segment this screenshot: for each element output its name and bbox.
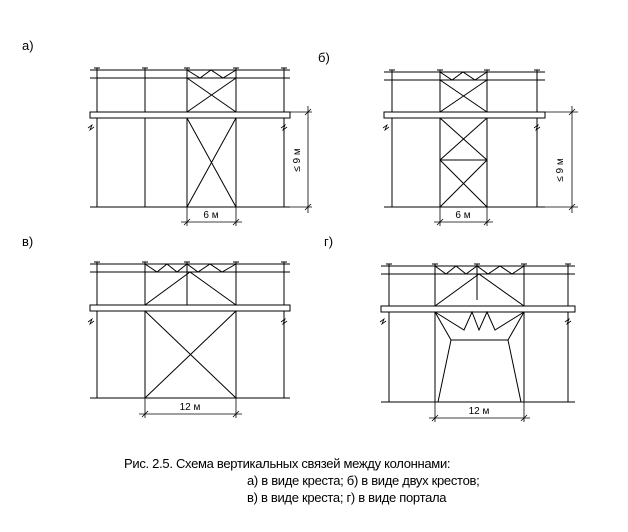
panel-g-crane-beam — [380, 305, 576, 313]
panel-a-lower-cross — [186, 117, 237, 208]
panel-v-upper-bracing — [144, 271, 237, 306]
panel-v-span-dimension — [139, 398, 242, 418]
panel-b-crane-beam — [383, 111, 546, 119]
panel-a-break-mark-right — [280, 123, 288, 132]
panel-a-span-dimension — [181, 207, 242, 226]
figure-caption-line-2: а) в виде креста; б) в виде двух крестов… — [247, 473, 480, 488]
panel-b-double-cross-bracing: б) 6 м — [318, 50, 578, 226]
panel-g-truss-web — [434, 265, 525, 275]
panel-v-crane-beam — [89, 304, 291, 312]
panel-b-lower-cross-1 — [439, 117, 488, 161]
panel-b-label: б) — [318, 50, 330, 65]
panel-g-column-heads — [386, 263, 571, 275]
panel-a-label: а) — [22, 38, 34, 53]
panel-v-cross-bracing: в) 12 м — [22, 234, 291, 418]
panel-v-lower-cross — [144, 310, 237, 399]
panel-b-break-mark-right — [533, 123, 541, 132]
panel-a-crane-beam — [89, 111, 291, 119]
panel-a-height-label: ≤ 9 м — [292, 148, 303, 172]
panel-a-cross-bracing: а) — [22, 38, 312, 226]
panel-b-upper-cross — [439, 79, 488, 113]
panel-g-span-dimension — [429, 402, 530, 422]
panel-v-truss-web — [144, 263, 237, 273]
panel-a-truss-web — [186, 69, 237, 79]
panel-g-break-mark-right — [564, 317, 572, 326]
panel-a-break-mark-left — [87, 123, 95, 132]
panel-a-span-label: 6 м — [203, 210, 218, 221]
panel-g-portal-bracing: г) 12 — [324, 234, 576, 422]
panel-b-lower-cross-2 — [439, 159, 488, 208]
panel-g-portal-frame-upper — [434, 311, 525, 341]
panel-b-height-dimension — [545, 106, 578, 213]
panel-a-column-heads — [94, 67, 287, 79]
panel-v-span-label: 12 м — [180, 402, 201, 413]
panel-v-label: в) — [22, 234, 33, 249]
panel-g-upper-bracing — [434, 273, 525, 307]
panel-b-truss-web — [439, 71, 488, 81]
panel-a-height-dimension — [290, 106, 312, 213]
panel-v-break-mark-right — [280, 317, 288, 326]
panel-g-portal-web — [434, 310, 525, 332]
figure-caption-line-1: Рис. 2.5. Схема вертикальных связей межд… — [124, 456, 451, 471]
figure-caption-line-3: в) в виде креста; г) в виде портала — [247, 490, 447, 505]
panel-b-span-label: 6 м — [455, 210, 470, 221]
panel-b-columns — [391, 70, 538, 207]
panel-g-break-mark-left — [379, 317, 387, 326]
panel-g-columns — [388, 264, 569, 402]
panel-v-column-heads — [94, 261, 287, 273]
panel-b-break-mark-left — [382, 123, 390, 132]
panel-a-upper-cross — [186, 77, 237, 113]
panel-a-columns — [96, 68, 285, 207]
panel-g-span-label: 12 м — [469, 406, 490, 417]
panel-g-portal-legs — [437, 339, 522, 403]
panel-b-height-label: ≤ 9 м — [555, 158, 566, 182]
panel-b-span-dimension — [434, 207, 493, 226]
panel-v-break-mark-left — [87, 317, 95, 326]
panel-v-columns — [96, 262, 285, 398]
panel-g-label: г) — [324, 234, 333, 249]
